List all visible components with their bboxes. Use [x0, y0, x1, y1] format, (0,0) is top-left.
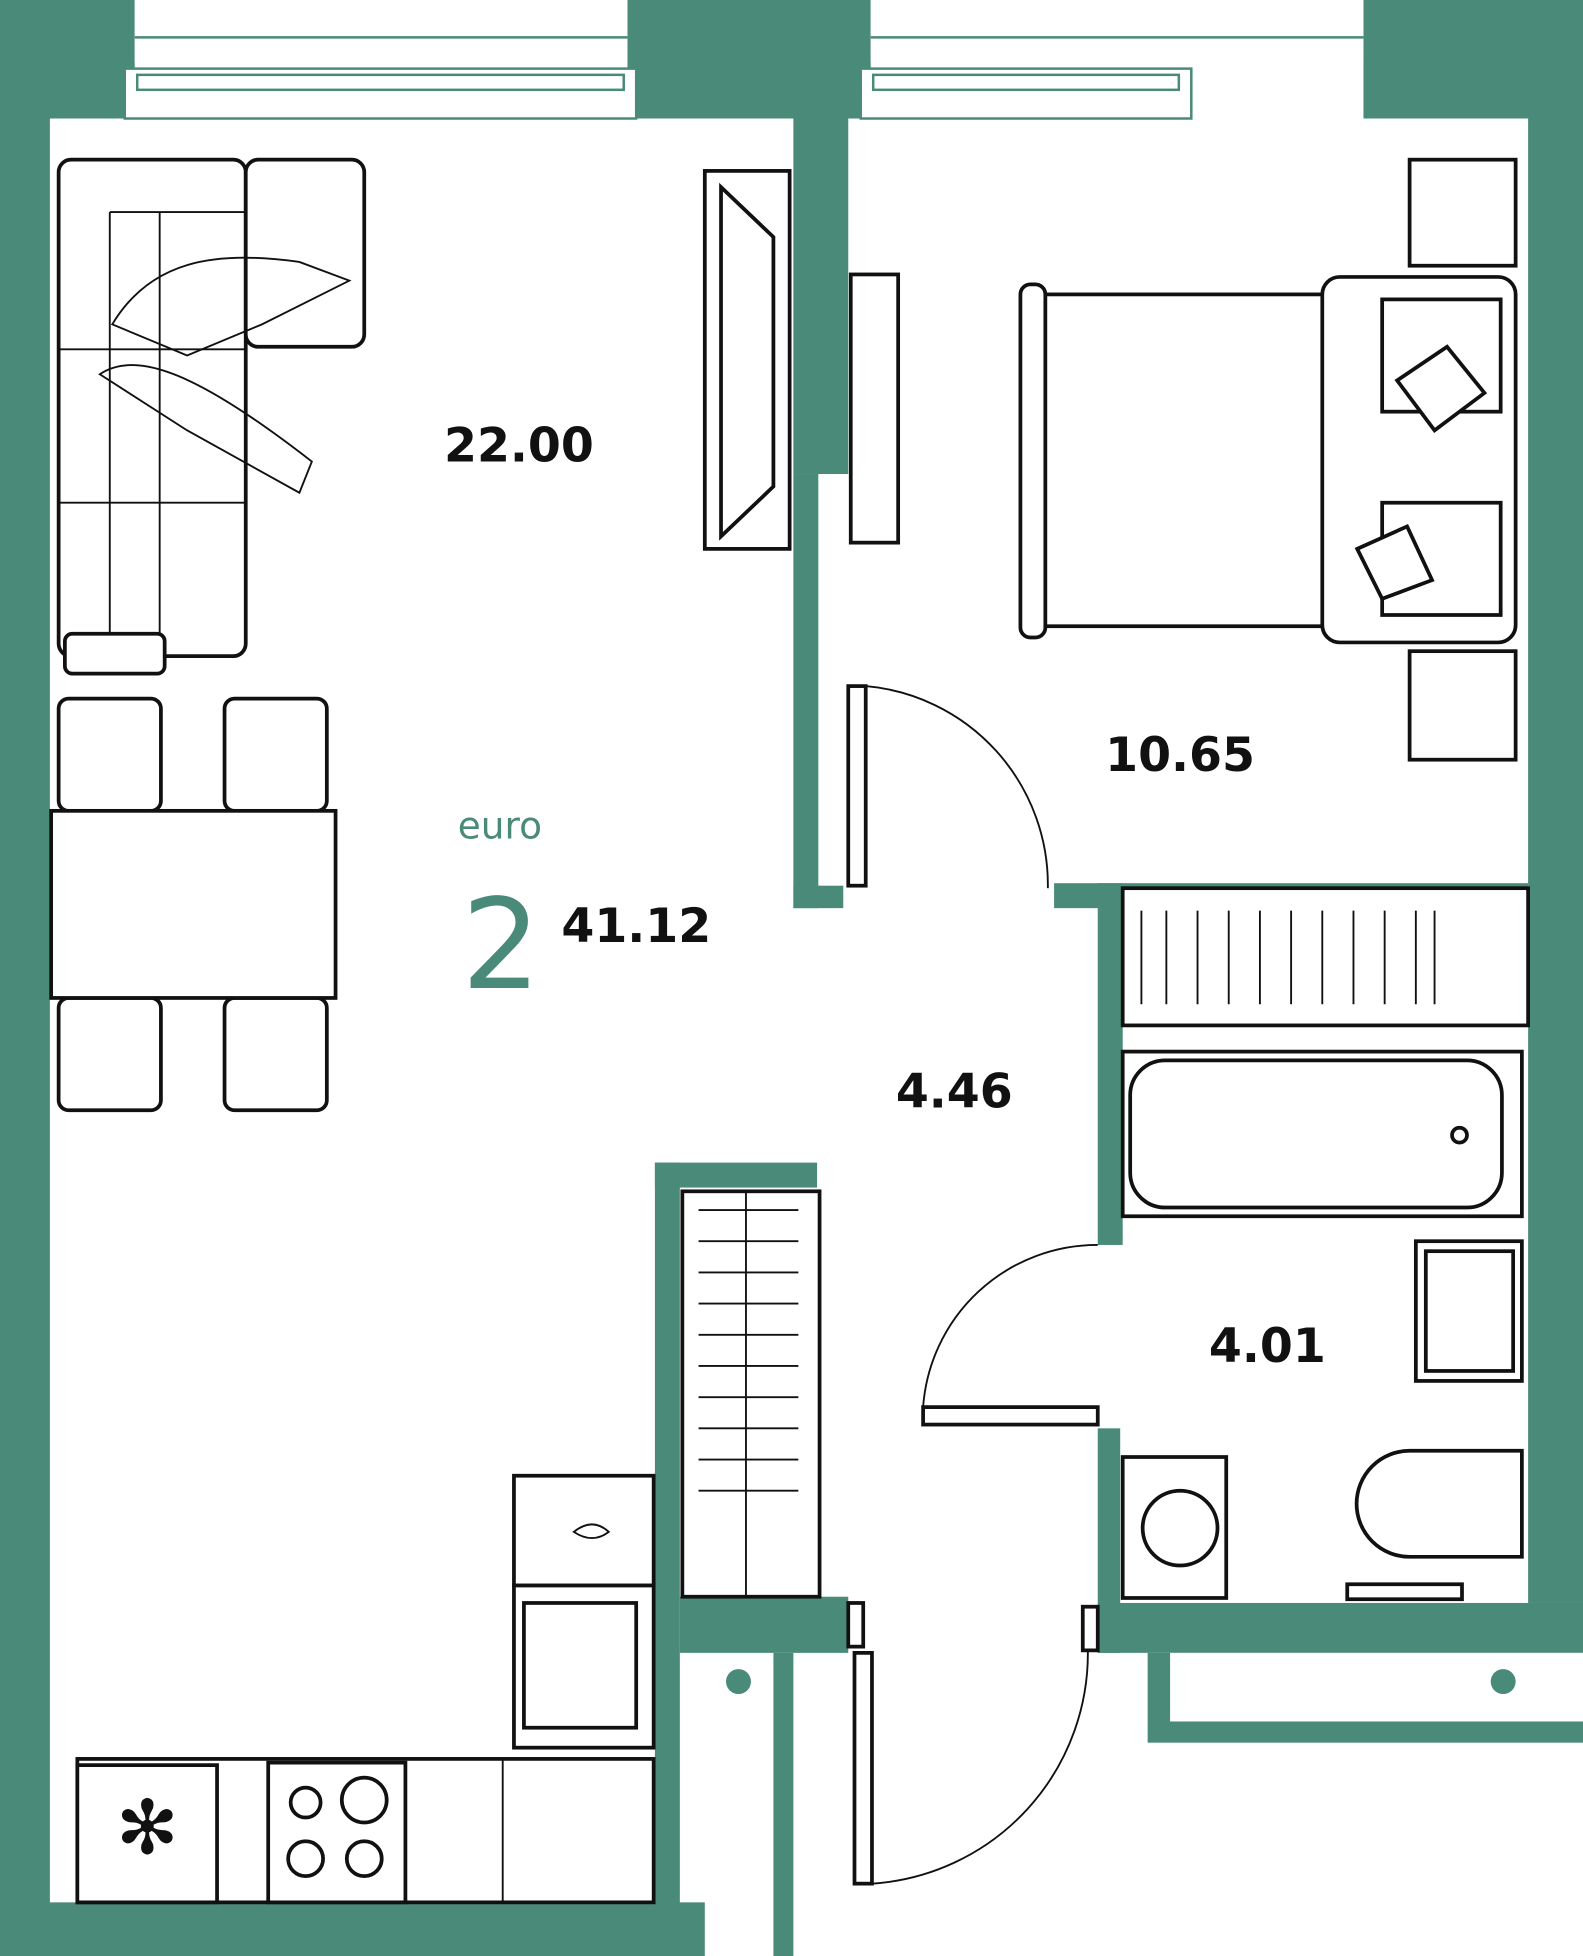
wardrobe: [680, 1189, 822, 1599]
room-area-bathroom: 4.01: [1209, 1319, 1326, 1374]
kitchen: ✻: [75, 1473, 656, 1905]
bathroom-fixtures: [1120, 886, 1530, 1602]
tv-stand: [702, 169, 901, 551]
dining-table: [49, 696, 338, 1113]
doors: [846, 684, 1100, 1886]
sofa: [56, 157, 367, 676]
bed: [1018, 157, 1518, 762]
snowflake-icon: ✻: [116, 1788, 179, 1871]
room-area-living-kitchen: 22.00: [444, 419, 594, 474]
column-marker: [1490, 1669, 1516, 1695]
column-marker: [726, 1669, 751, 1695]
total-area: 41.12: [561, 899, 711, 954]
room-area-hallway: 4.46: [896, 1065, 1013, 1120]
plan-type-label: euro: [458, 803, 542, 847]
room-area-bedroom: 10.65: [1105, 728, 1255, 783]
windows: [123, 0, 1364, 120]
rooms-count: 2: [462, 873, 541, 1018]
